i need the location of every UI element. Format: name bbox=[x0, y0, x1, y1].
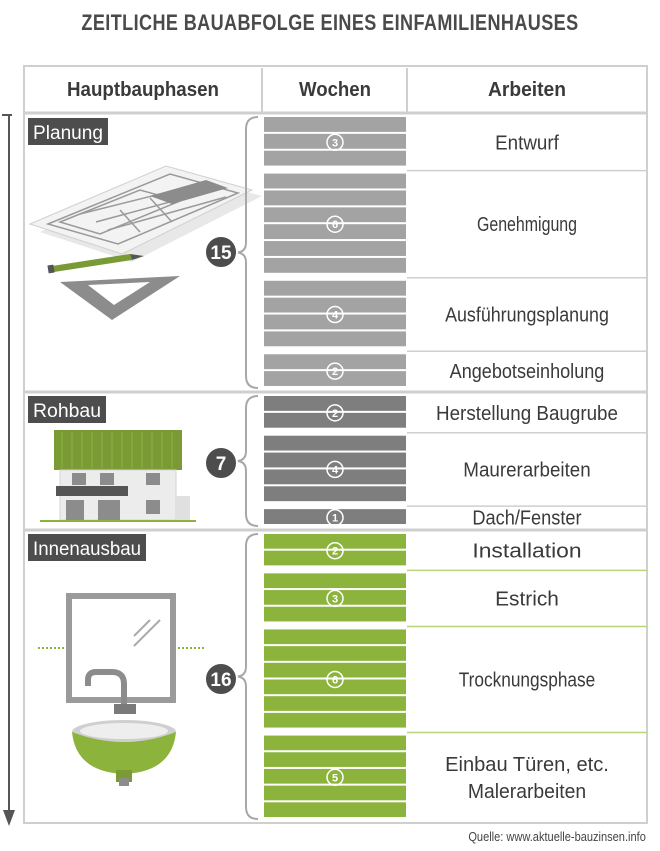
sink-icon bbox=[72, 732, 176, 774]
mirror-sink-illustration bbox=[38, 593, 204, 786]
week-count-label: 1 bbox=[332, 513, 338, 525]
week-count-circle bbox=[326, 460, 344, 479]
week-bar-0-1-5 bbox=[264, 257, 406, 273]
week-count-label: 3 bbox=[332, 137, 338, 149]
week-count-circle bbox=[326, 362, 344, 380]
task-label: Estrich bbox=[495, 588, 559, 610]
week-bar-2-3-1 bbox=[264, 752, 406, 767]
phase-label-innenausbau: Innenausbau bbox=[33, 539, 141, 560]
week-count-circle bbox=[326, 541, 344, 560]
week-bar-2-3-4 bbox=[264, 802, 406, 817]
phase-total-label: 16 bbox=[210, 670, 231, 691]
faucet-icon bbox=[85, 669, 127, 710]
week-bar-2-2-4 bbox=[264, 696, 406, 711]
week-bar-2-1-1 bbox=[264, 590, 406, 605]
week-bar-2-2-0 bbox=[264, 629, 406, 645]
week-bar-1-1-3 bbox=[264, 486, 406, 502]
task-label: Malerarbeiten bbox=[468, 781, 586, 803]
phase-label-box-innenausbau bbox=[28, 534, 146, 561]
week-bar-0-2-0 bbox=[264, 280, 406, 296]
table-frame bbox=[23, 65, 648, 824]
week-bar-2-0-0 bbox=[264, 534, 406, 549]
pencil-icon bbox=[47, 254, 144, 274]
task-label: Angebotseinholung bbox=[450, 361, 605, 383]
phase-label-planung: Planung bbox=[33, 123, 103, 144]
header-tasks: Arbeiten bbox=[488, 79, 566, 101]
week-bar-2-3-0 bbox=[264, 735, 406, 751]
phase-bracket bbox=[235, 395, 259, 527]
week-count-label: 6 bbox=[332, 219, 338, 231]
triangle-ruler-icon bbox=[60, 276, 180, 320]
week-bar-1-1-0 bbox=[264, 435, 406, 451]
week-bar-0-1-4 bbox=[264, 241, 406, 256]
timeline-arrow-head bbox=[3, 810, 15, 826]
phase-total-circle bbox=[204, 446, 238, 480]
week-count-label: 4 bbox=[332, 310, 339, 322]
week-bar-2-3-2 bbox=[264, 768, 406, 784]
week-bar-1-0-0 bbox=[264, 396, 406, 411]
week-count-label: 2 bbox=[332, 366, 338, 378]
week-bar-0-2-1 bbox=[264, 297, 406, 313]
week-count-label: 6 bbox=[332, 675, 338, 687]
phase-label-box-rohbau bbox=[28, 396, 106, 423]
phase-total-label: 7 bbox=[216, 454, 227, 475]
week-bar-2-2-2 bbox=[264, 662, 406, 678]
header-phases: Hauptbauphasen bbox=[67, 79, 219, 101]
week-bar-2-2-5 bbox=[264, 712, 406, 728]
task-label: Trocknungsphase bbox=[459, 670, 596, 692]
header-weeks: Wochen bbox=[299, 79, 371, 101]
week-count-circle bbox=[326, 133, 344, 152]
page-title: ZEITLICHE BAUABFOLGE EINES EINFAMILIENHA… bbox=[81, 10, 579, 35]
week-count-circle bbox=[326, 305, 344, 324]
week-bar-0-1-1 bbox=[264, 190, 406, 206]
week-count-circle bbox=[326, 215, 344, 233]
task-label: Installation bbox=[472, 541, 581, 563]
task-label: Dach/Fenster bbox=[472, 508, 581, 530]
week-bar-2-2-1 bbox=[264, 646, 406, 661]
house-illustration bbox=[40, 430, 196, 522]
week-count-label: 2 bbox=[332, 546, 338, 558]
task-label: Genehmigung bbox=[477, 214, 577, 236]
week-count-circle bbox=[326, 508, 344, 527]
week-bar-0-0-1 bbox=[264, 133, 406, 149]
week-bar-0-0-2 bbox=[264, 150, 406, 166]
week-bar-2-1-2 bbox=[264, 606, 406, 622]
week-count-circle bbox=[326, 670, 344, 689]
task-label: Ausführungsplanung bbox=[445, 305, 609, 327]
phase-total-label: 15 bbox=[210, 243, 232, 264]
week-count-label: 4 bbox=[332, 464, 339, 476]
week-count-label: 5 bbox=[332, 772, 338, 784]
week-bar-1-1-1 bbox=[264, 452, 406, 468]
week-bar-1-2-0 bbox=[264, 509, 406, 524]
task-label: Einbau Türen, etc. bbox=[445, 754, 609, 776]
week-bar-2-3-3 bbox=[264, 785, 406, 801]
week-bar-0-1-0 bbox=[264, 173, 406, 189]
source-credit: Quelle: www.aktuelle-bauzinsen.info bbox=[468, 829, 646, 844]
planning-documents-illustration bbox=[28, 165, 262, 262]
phase-label-box-planung bbox=[28, 118, 108, 145]
week-bar-0-0-0 bbox=[264, 117, 406, 132]
task-label: Herstellung Baugrube bbox=[436, 403, 618, 425]
week-count-label: 2 bbox=[332, 408, 338, 420]
timeline-content: 3 Entwurf 6 Genehmigung 4 Ausführungsplanung 2… bbox=[204, 116, 647, 820]
phase-total-circle bbox=[204, 662, 238, 696]
phase-total-circle bbox=[204, 235, 238, 269]
week-count-circle bbox=[326, 404, 344, 422]
week-count-circle bbox=[326, 589, 344, 608]
week-bar-2-1-0 bbox=[264, 573, 406, 589]
phase-label-rohbau: Rohbau bbox=[33, 401, 101, 422]
task-label: Entwurf bbox=[495, 132, 559, 154]
week-count-label: 3 bbox=[332, 593, 338, 605]
phase-bracket bbox=[235, 116, 259, 389]
week-bar-0-3-0 bbox=[264, 354, 406, 370]
week-count-circle bbox=[326, 768, 344, 787]
phase-bracket bbox=[235, 533, 259, 820]
week-bar-0-2-3 bbox=[264, 331, 406, 347]
task-label: Maurerarbeiten bbox=[463, 459, 590, 481]
week-bar-0-1-2 bbox=[264, 207, 406, 223]
